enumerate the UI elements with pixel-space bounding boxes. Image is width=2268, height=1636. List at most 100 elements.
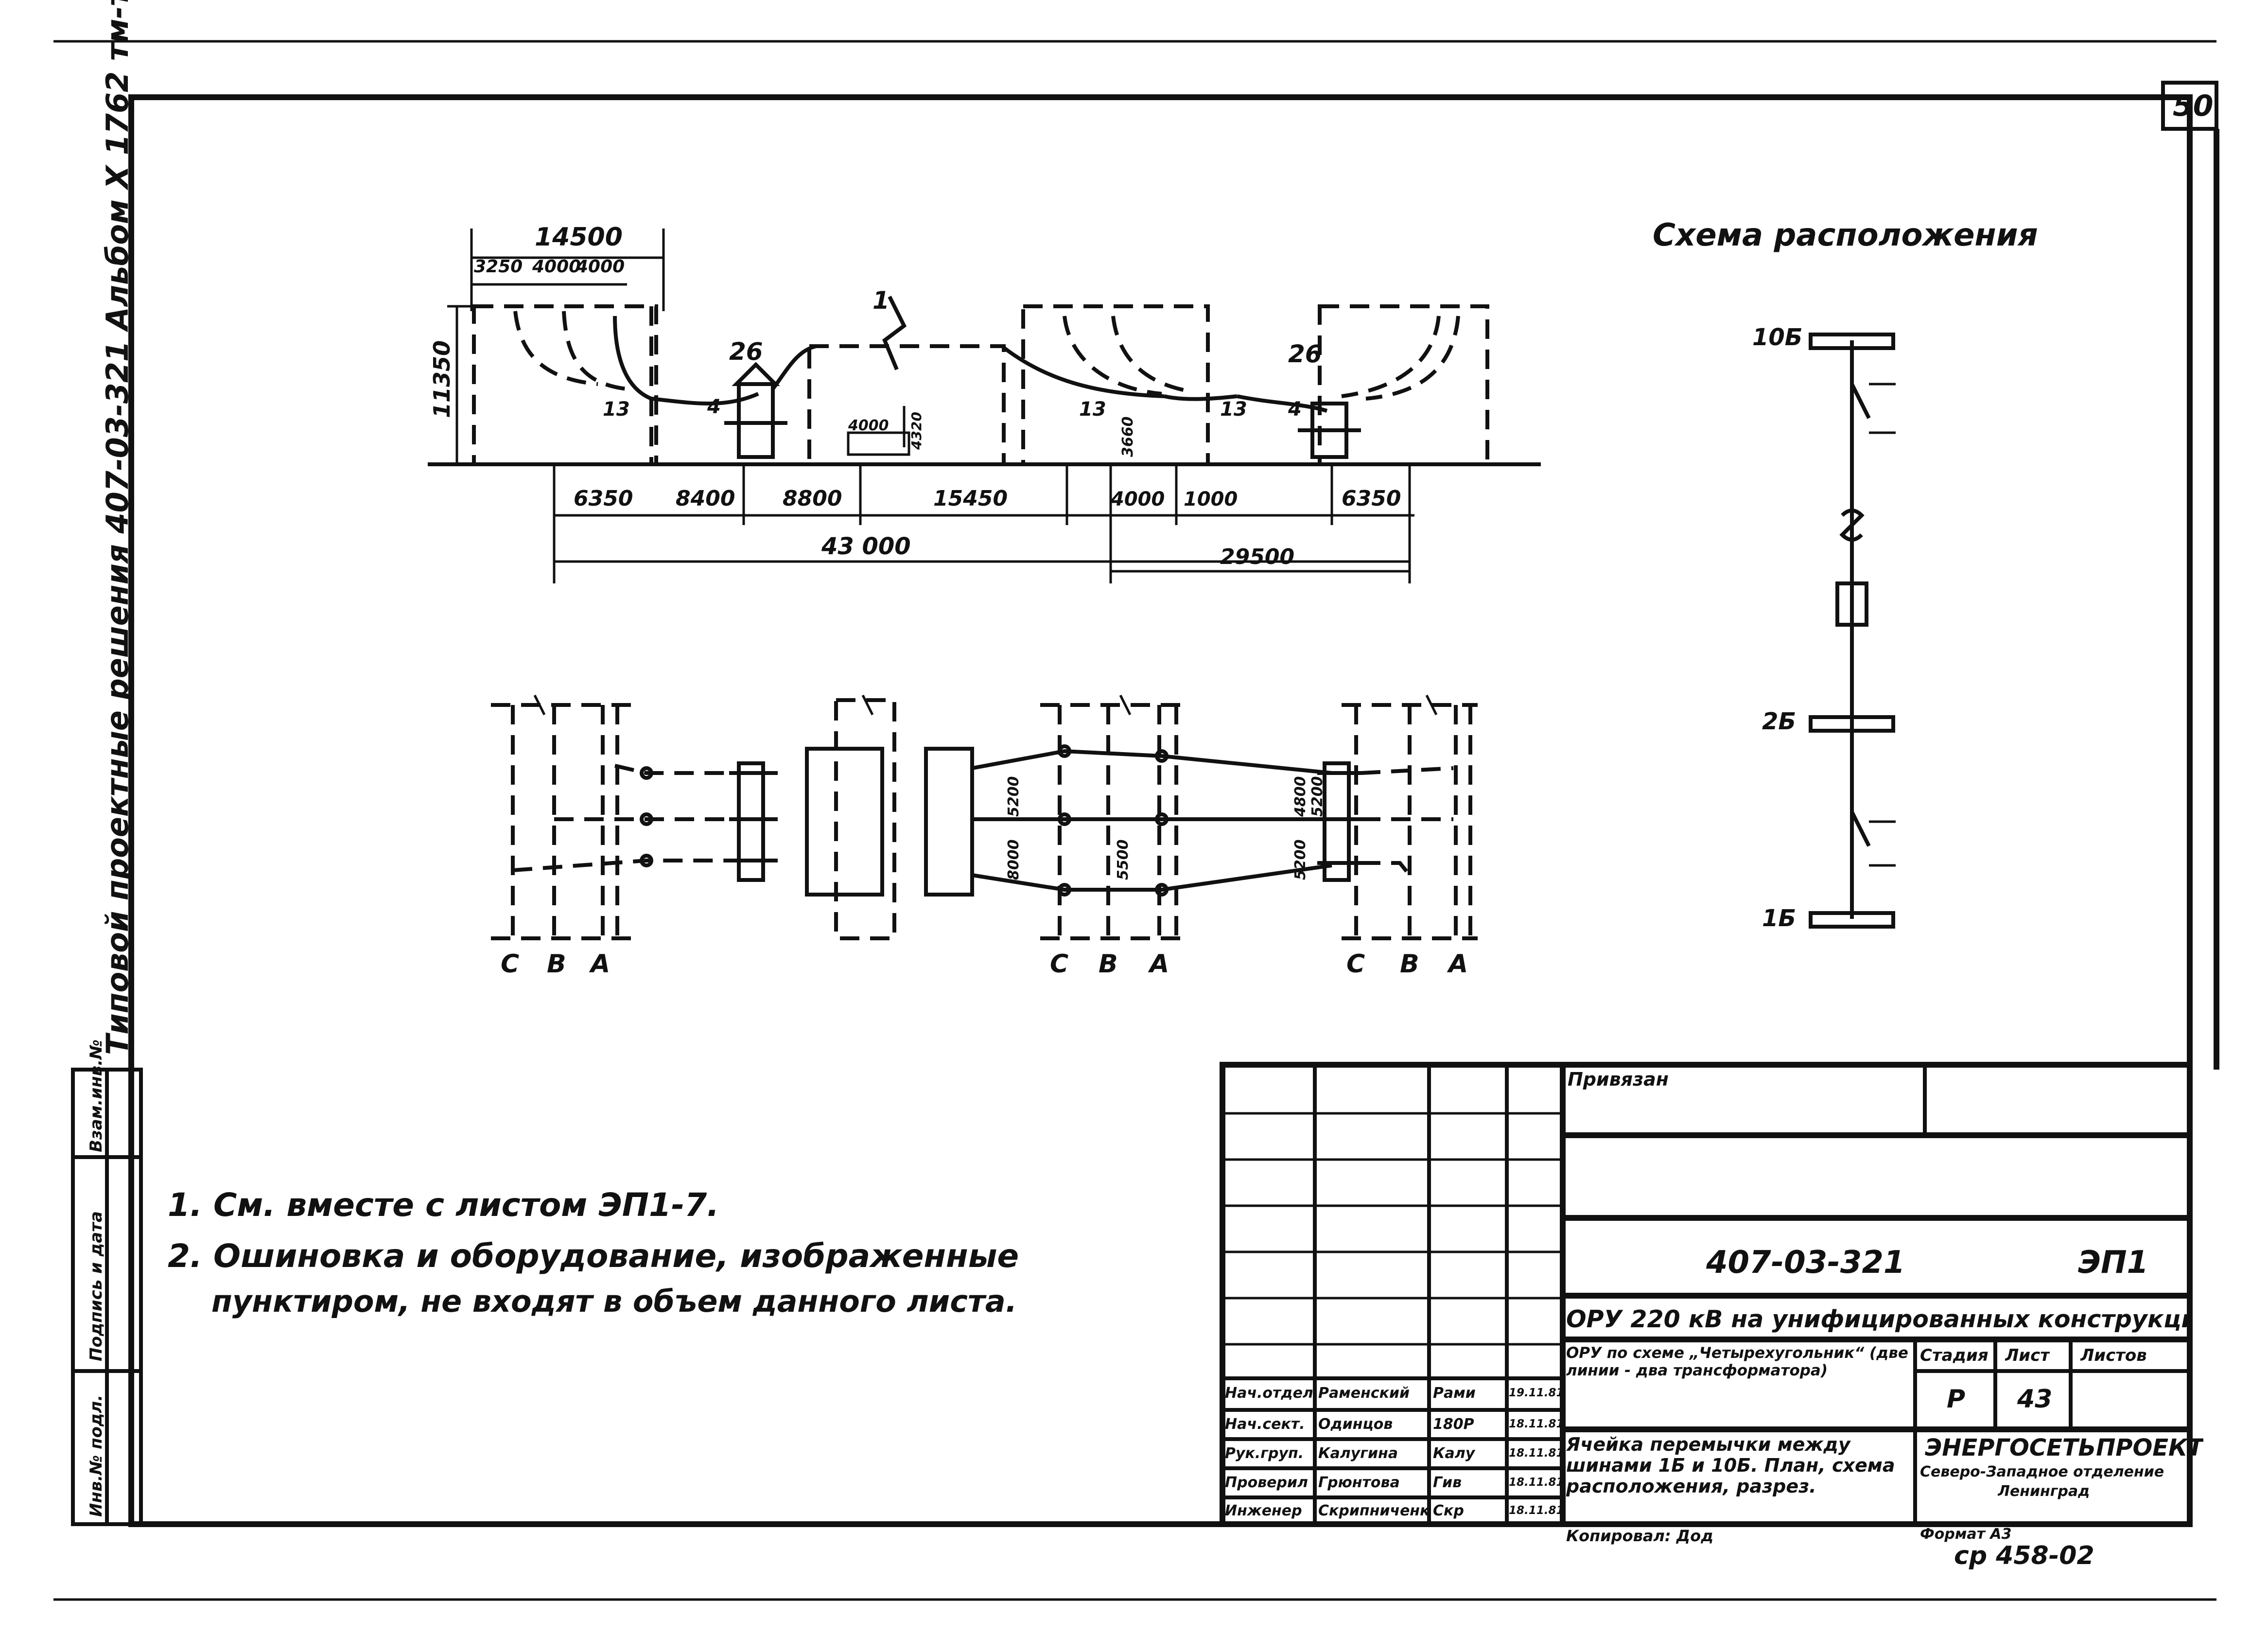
stage-value: Р <box>1947 1385 1966 1414</box>
label-4-left: 4 <box>707 396 721 418</box>
left-portal <box>472 304 658 466</box>
dim-3250: 3250 <box>474 257 523 277</box>
project-title: ОРУ 220 кВ на унифицированных конструкци… <box>1566 1305 2188 1333</box>
date-4: 18.11.81 <box>1509 1504 1561 1517</box>
side-stamp-inv: Инв.№ подл. <box>87 1394 106 1517</box>
bus-10b-bar <box>1809 333 1895 350</box>
drawing-title: Ячейка перемычки между шинами 1Б и 10Б. … <box>1566 1434 1895 1497</box>
label-13-right: 13 <box>1220 398 1247 421</box>
sign-2: Калу <box>1433 1445 1475 1462</box>
organization-branch: Северо-Западное отделение <box>1920 1463 2164 1480</box>
role-2: Рук.груп. <box>1225 1445 1304 1462</box>
plan-dim-5: 5200 <box>1292 840 1309 880</box>
phase-b-3: B <box>1400 950 1419 979</box>
phase-a-2: A <box>1148 950 1169 979</box>
right-wire-a <box>1341 316 1441 398</box>
sign-1: 180Р <box>1433 1416 1474 1433</box>
plan-bus-a <box>614 764 758 775</box>
section-tick <box>861 694 874 716</box>
section-tick <box>1425 694 1438 716</box>
bus-1b-bar <box>1809 911 1895 929</box>
plan-bus-c-mid <box>972 863 1332 892</box>
sign-4: Скр <box>1433 1502 1464 1519</box>
scheme-disconnector-lower <box>1850 811 1871 847</box>
dim-4000b: 4000 <box>576 257 625 277</box>
left-disconnector-top <box>732 362 780 386</box>
phase-c-1: C <box>501 950 519 979</box>
scheme-description: ОРУ по схеме „Четырехугольник“ (две лини… <box>1566 1344 1908 1379</box>
dim-6350-right: 6350 <box>1342 486 1401 511</box>
plan-transformer-left <box>805 747 884 897</box>
plan-bus-exit-c <box>1361 861 1412 877</box>
note-1: 1. См. вместе с листом ЭП1-7. <box>168 1186 719 1224</box>
left-wire-b <box>562 311 628 391</box>
sheets-header: Листов <box>2080 1346 2147 1365</box>
title-block-grid <box>1220 1062 2193 1527</box>
phase-a-3: A <box>1447 950 1468 979</box>
note-2: 2. Ошиновка и оборудование, изображенные <box>168 1237 1019 1275</box>
plan-node <box>640 812 653 826</box>
plan-node <box>640 766 653 780</box>
bus-right-section <box>1002 346 1165 398</box>
label-26-left: 26 <box>729 337 763 366</box>
role-4: Инженер <box>1225 1502 1302 1519</box>
dim-4000a: 4000 <box>532 257 581 277</box>
plan-dim-6: 4800 <box>1292 776 1309 818</box>
dim-1000: 1000 <box>1184 488 1238 510</box>
bus-1b-label: 1Б <box>1762 905 1796 932</box>
date-1: 18.11.81 <box>1509 1418 1561 1430</box>
mid-wire-c <box>1063 316 1162 396</box>
location-scheme <box>1809 333 1896 929</box>
sheet-number-box <box>2161 81 2218 131</box>
plan-node <box>1155 749 1169 763</box>
transformer-block <box>807 344 1006 466</box>
date-3: 18.11.81 <box>1509 1476 1561 1489</box>
plan-bus-c <box>512 859 758 872</box>
plan-dim-4: 5500 <box>1115 840 1132 880</box>
role-0: Нач.отдела <box>1225 1385 1312 1402</box>
scheme-disconnector-upper <box>1850 383 1871 419</box>
right-wire-b <box>1365 316 1460 401</box>
organization: ЭНЕРГОСЕТЬПРОЕКТ <box>1925 1434 2204 1461</box>
bus-10b-label: 10Б <box>1752 324 1802 351</box>
scheme-breaker <box>1835 581 1868 627</box>
format-label: Формат А3 <box>1920 1526 2012 1543</box>
note-2-continued: пунктиром, не входят в объем данного лис… <box>211 1284 1017 1319</box>
dim-4320: 4320 <box>908 412 925 450</box>
document-code: 407-03-321 <box>1706 1245 1905 1281</box>
plan-transformer-outline <box>834 698 896 940</box>
plan-bus-a-mid <box>972 749 1332 775</box>
dim-14500: 14500 <box>535 223 623 252</box>
plan-dim-1: 5200 <box>1005 776 1022 817</box>
plan-transformer-right <box>924 747 974 897</box>
sheet-value: 43 <box>2017 1385 2053 1414</box>
drawing-frame <box>128 94 2193 1527</box>
left-wire-c <box>513 311 598 386</box>
phase-b-1: B <box>547 950 566 979</box>
label-1: 1 <box>872 286 890 315</box>
name-4: Скрипниченко <box>1318 1502 1428 1519</box>
plan-bus-exit-a <box>1361 766 1454 775</box>
scheme-title: Схема расположения <box>1653 217 2038 253</box>
dim-43000: 43 000 <box>821 533 911 560</box>
name-1: Одинцов <box>1318 1416 1393 1433</box>
side-stamp-replace: Взам.инв.№ <box>87 1039 106 1152</box>
dim-3660: 3660 <box>1119 417 1136 457</box>
name-3: Грюнтова <box>1318 1474 1400 1491</box>
plan-node <box>1058 883 1071 897</box>
plan-dim-3: 5200 <box>1309 776 1326 817</box>
organization-city: Ленинград <box>1998 1483 2090 1500</box>
sheet-number: 50 <box>2173 89 2214 123</box>
dim-8400: 8400 <box>676 486 735 511</box>
bus-left-section <box>651 392 759 405</box>
dim-4000-small: 4000 <box>848 417 889 434</box>
copied-by: Копировал: Дод <box>1566 1527 1714 1545</box>
plan-node <box>1058 744 1071 758</box>
side-title: Типовой проектные решения 407-03-321 Аль… <box>100 0 135 1055</box>
left-wire-a <box>613 316 652 401</box>
sheet-code: ЭП1 <box>2078 1245 2149 1281</box>
dim-4000-bottom: 4000 <box>1110 488 1165 510</box>
name-2: Калугина <box>1318 1445 1398 1462</box>
dim-29500: 29500 <box>1220 545 1294 569</box>
